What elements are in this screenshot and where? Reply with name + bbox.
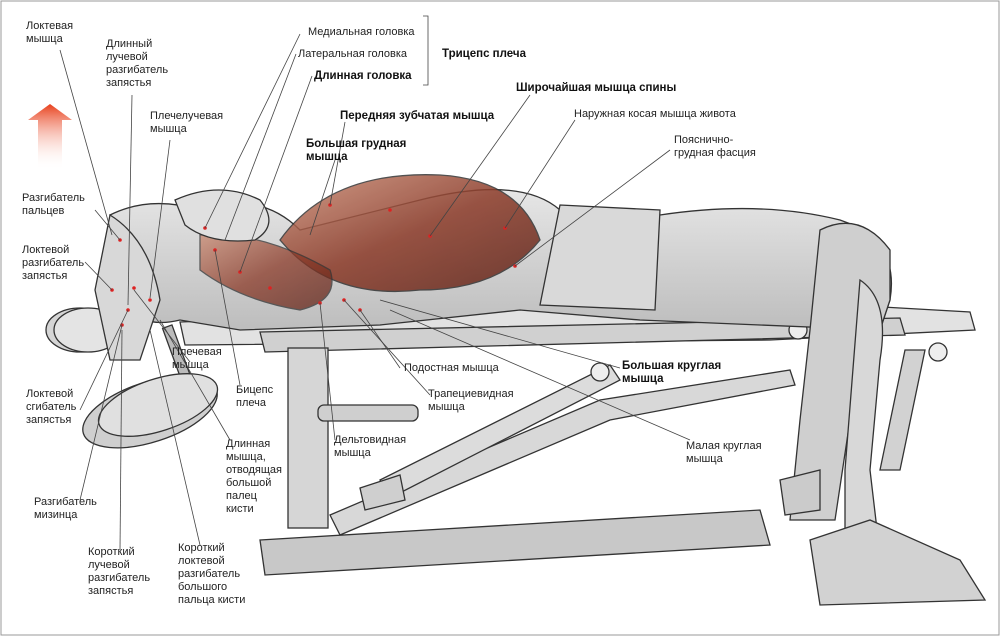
label-plecheluchevaya: Плечелучевая мышца (150, 110, 224, 135)
body (94, 174, 987, 606)
label-korotky-luchevoy: Короткий лучевой разгибатель запястья (88, 546, 151, 597)
label-shirochayshaya: Широчайшая мышца спины (516, 82, 677, 94)
up-arrow-icon (28, 104, 72, 170)
label-loktevoy-razgibatel: Локтевой разгибатель запястья (22, 244, 85, 282)
dumbbell (45, 307, 219, 449)
label-loktevoy-sgibatel: Локтевой сгибатель запястья (26, 388, 77, 426)
label-bolshaya-kruglaya: Большая круглая мышца (622, 360, 722, 385)
label-plechevaya: Плечевая мышца (172, 346, 222, 371)
label-dlinny-luchevoy-razgibatel: Длинный лучевой разгибатель запястья (106, 38, 169, 89)
label-bolshaya-grudnaya: Большая грудная мышца (306, 138, 407, 163)
label-podostnaya: Подостная мышца (404, 362, 499, 374)
label-medialnaya-golovka: Медиальная головка (308, 26, 415, 38)
label-razgibatel-paltsev: Разгибатель пальцев (22, 192, 85, 217)
label-triceps: Трицепс плеча (442, 48, 526, 60)
label-poyasnichno-grudnaya-fastsiya: Пояснично- грудная фасция (674, 134, 756, 159)
label-lateralnaya-golovka: Латеральная головка (298, 48, 408, 60)
bench (179, 299, 976, 576)
label-dlinnaya-otvodyaschaya: Длинная мышца, отводящая большой палец к… (226, 438, 283, 515)
label-naruzhnaya-kosaya: Наружная косая мышца живота (574, 108, 736, 120)
label-dlinnaya-golovka: Длинная головка (314, 70, 412, 82)
label-biceps: Бицепс плеча (236, 384, 274, 409)
label-razgibatel-mizintsa: Разгибатель мизинца (34, 496, 97, 521)
label-perednyaya-zubchataya: Передняя зубчатая мышца (340, 110, 495, 122)
label-korotky-loktevoy: Короткий локтевой разгибатель большого п… (178, 542, 246, 606)
label-trapetsievidnaya: Трапециевидная мышца (428, 388, 514, 413)
leader-lines (59, 15, 691, 551)
label-deltovidnaya: Дельтовидная мышца (334, 434, 407, 459)
label-loktevaya-myshtsa: Локтевая мышца (26, 20, 74, 45)
label-malaya-kruglaya: Малая круглая мышца (686, 440, 762, 465)
